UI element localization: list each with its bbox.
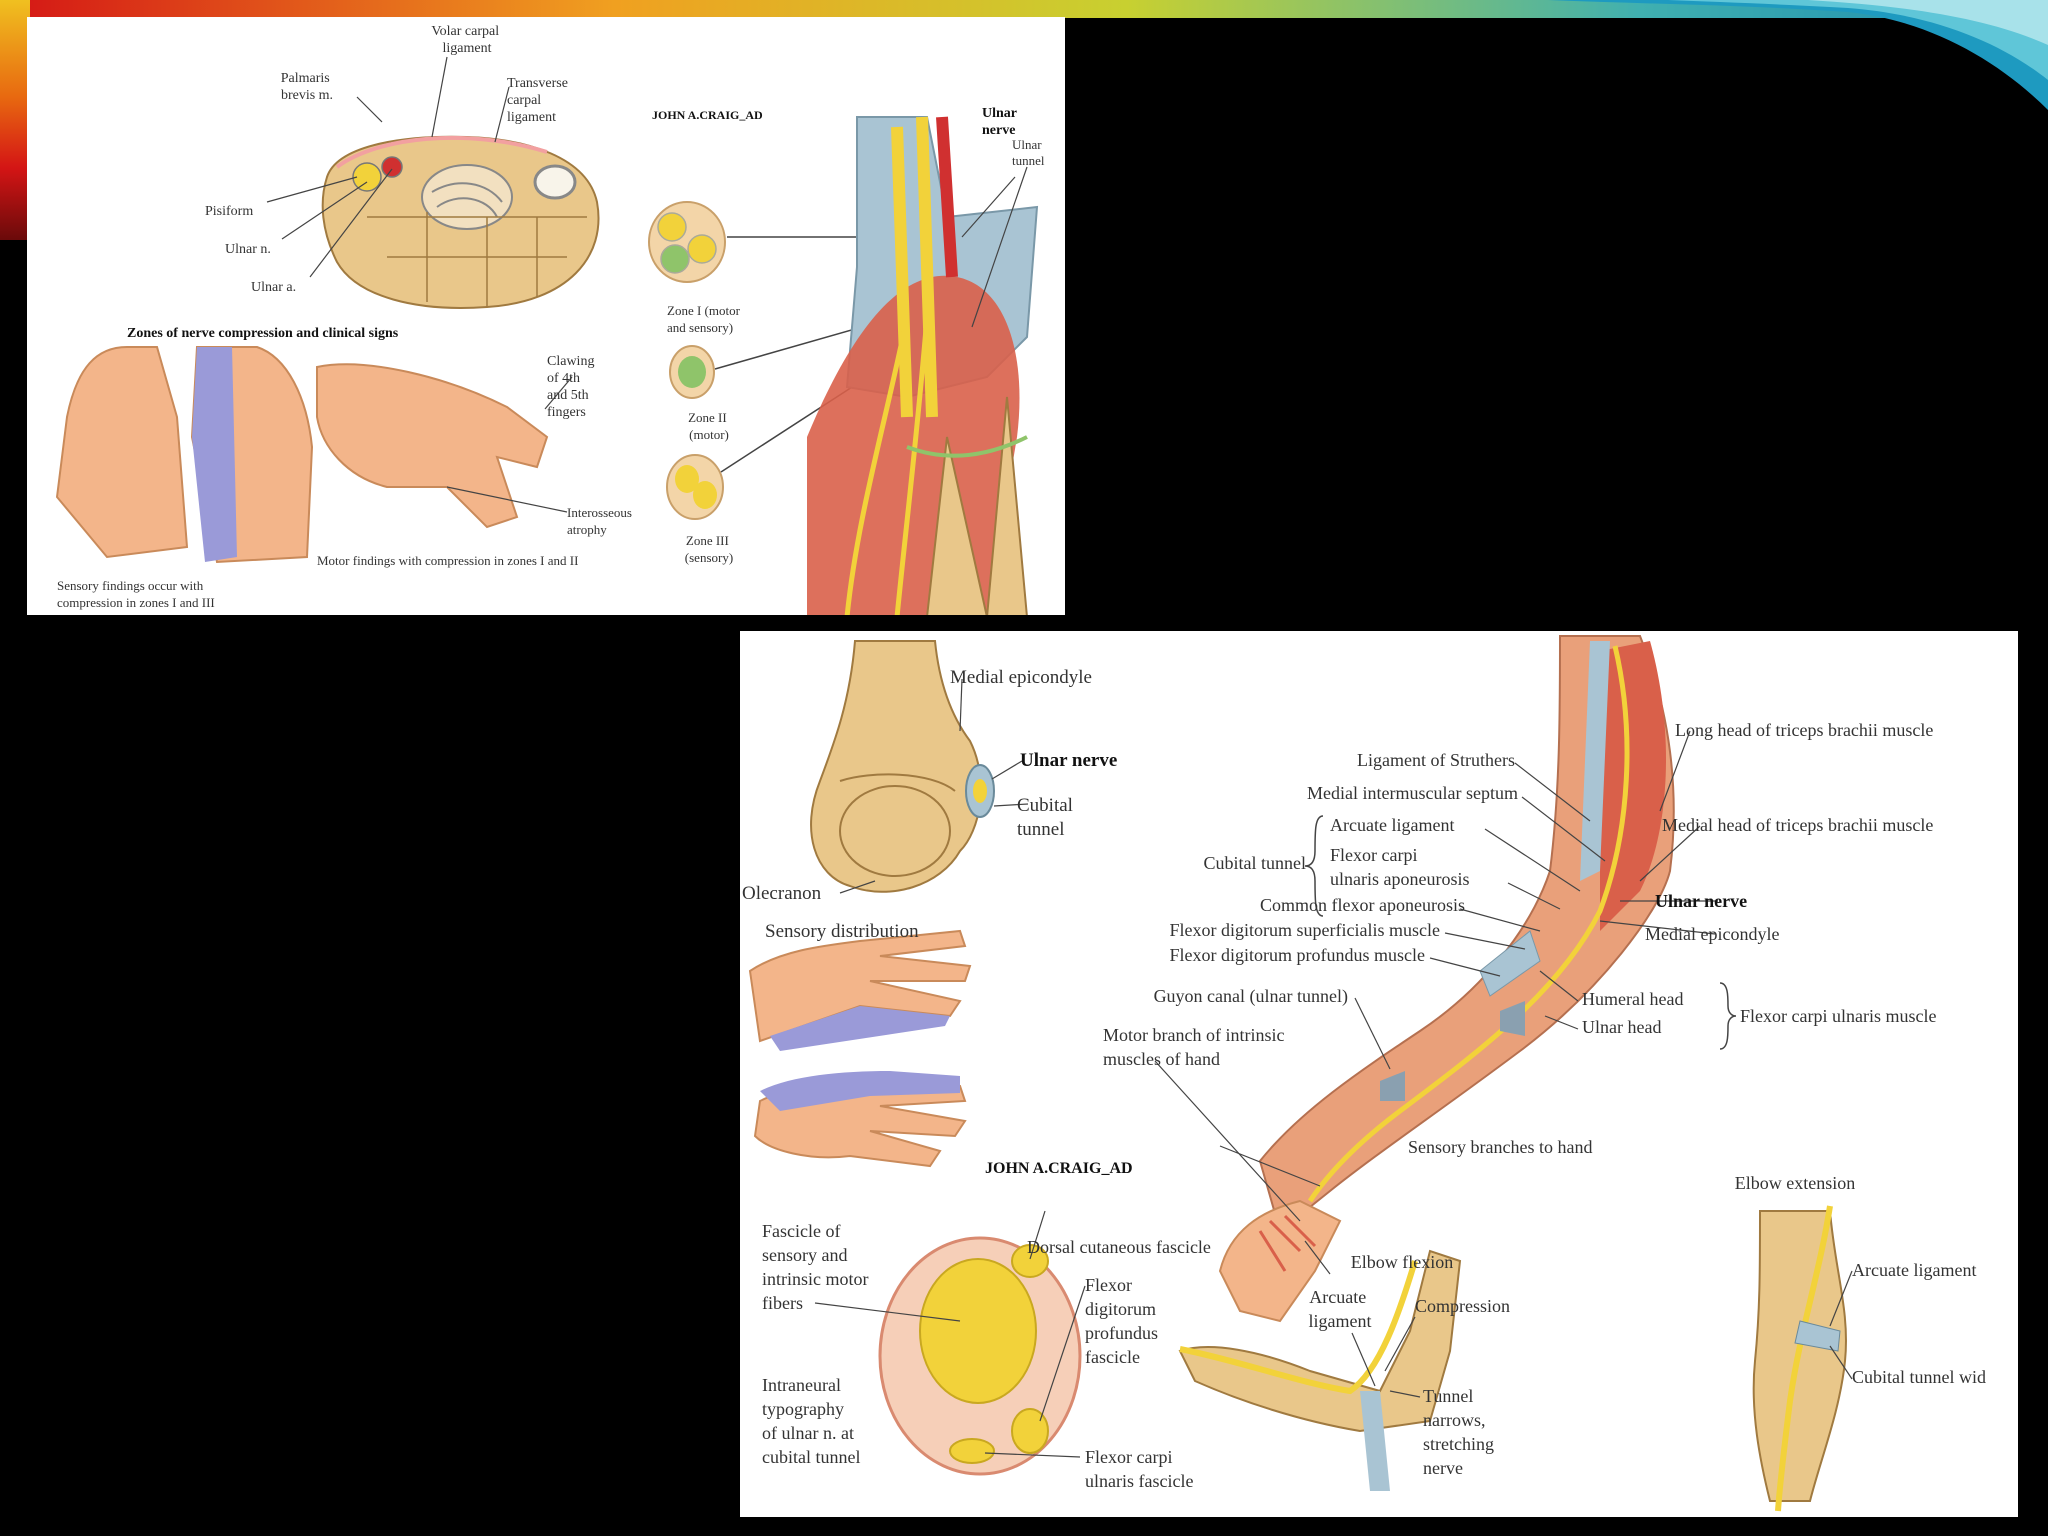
label-arcuate-ligament: Arcuate ligament xyxy=(1330,815,1454,835)
label-sensory-findings: Sensory findings occur with compression … xyxy=(57,578,215,610)
wrist-ulnar-tunnel-illustration: Volar carpal ligament Palmaris brevis m.… xyxy=(27,17,1065,615)
label-common-flexor-aponeurosis: Common flexor aponeurosis xyxy=(1260,895,1465,915)
label-ulnar-nerve: Ulnar nerve xyxy=(1655,891,1747,911)
label-elbow-flexion: Elbow flexion xyxy=(1351,1252,1453,1272)
label-ligament-struthers: Ligament of Struthers xyxy=(1357,750,1515,770)
label-ulnar-head: Ulnar head xyxy=(1582,1017,1661,1037)
label-fcu-aponeurosis: Flexor carpi ulnaris aponeurosis xyxy=(1330,845,1469,889)
label-clawing: Clawing of 4th and 5th fingers xyxy=(547,354,598,420)
top-right-wave-decor xyxy=(1548,0,2048,110)
label-tunnel-narrows: Tunnel narrows, stretching nerve xyxy=(1423,1386,1498,1478)
top-decor-stripe xyxy=(0,0,2048,18)
label-cubital-tunnel-wid: Cubital tunnel wid xyxy=(1852,1367,1986,1387)
elbow-diagram-svg: Medial epicondyle Ulnar nerve Cubital tu… xyxy=(740,631,1986,1512)
label-medial-head-triceps: Medial head of triceps brachii muscle xyxy=(1662,815,1933,835)
label-pisiform: Pisiform xyxy=(205,204,253,219)
label-motor-findings: Motor findings with compression in zones… xyxy=(317,553,578,568)
label-ulnar-a: Ulnar a. xyxy=(251,280,296,295)
label-elbow-extension: Elbow extension xyxy=(1735,1173,1855,1193)
ulnar-tunnel-anatomy xyxy=(807,116,1039,615)
zone-ii-cross-section xyxy=(669,345,715,399)
label-fdp-muscle: Flexor digitorum profundus muscle xyxy=(1170,945,1425,965)
elbow-flexion-illustration xyxy=(740,631,1462,1491)
elbow-bone-section xyxy=(810,640,995,893)
label-interosseous-atrophy: Interosseous atrophy xyxy=(567,505,635,537)
arm-leader-lines xyxy=(1154,730,1718,1275)
signature-wrist: JOHN A.CRAIG_AD xyxy=(652,108,763,122)
label-fds-muscle: Flexor digitorum superficialis muscle xyxy=(1170,920,1440,940)
label-guyon-canal: Guyon canal (ulnar tunnel) xyxy=(1154,986,1348,1007)
zone-iii-cross-section xyxy=(666,454,724,520)
label-arcuate-ligament-flex: Arcuate ligament xyxy=(1309,1287,1372,1331)
label-sensory-distribution: Sensory distribution xyxy=(765,921,919,942)
label-zones-title: Zones of nerve compression and clinical … xyxy=(127,326,399,341)
label-motor-branch: Motor branch of intrinsic muscles of han… xyxy=(1103,1025,1289,1069)
flexion-leader-lines xyxy=(1351,1316,1421,1398)
label-fcu-muscle: Flexor carpi ulnaris muscle xyxy=(1740,1006,1936,1026)
ulnar-nerve-fascicle-cross-section xyxy=(878,1236,1082,1476)
label-dorsal-cutaneous: Dorsal cutaneous fascicle xyxy=(1027,1237,1211,1257)
signature-elbow: JOHN A.CRAIG_AD xyxy=(985,1160,1133,1177)
motor-clawing-hand xyxy=(316,363,549,529)
label-cubital-tunnel: Cubital tunnel xyxy=(1204,853,1307,873)
label-fcu-fascicle: Flexor carpi ulnaris fascicle xyxy=(1085,1447,1193,1491)
arm-ulnar-nerve-course xyxy=(1218,635,1675,1323)
fascicle-leader-lines xyxy=(814,1210,1086,1458)
label-fdp-fascicle: Flexor digitorum profundus fascicle xyxy=(1085,1275,1163,1367)
label-medial-intermuscular-septum: Medial intermuscular septum xyxy=(1307,783,1518,803)
label-volar-carpal-ligament: Volar carpal ligament xyxy=(431,24,502,56)
label-intraneural: Intraneural typography of ulnar n. at cu… xyxy=(762,1375,860,1467)
label-humeral-head: Humeral head xyxy=(1582,989,1683,1009)
label-compression: Compression xyxy=(1415,1296,1510,1316)
elbow-cubital-tunnel-illustration: Medial epicondyle Ulnar nerve Cubital tu… xyxy=(740,631,2018,1517)
label-zone-ii: Zone II (motor) xyxy=(688,410,730,442)
elbow-extension-illustration xyxy=(1752,1205,1847,1512)
sensory-hand-pair xyxy=(55,346,314,564)
label-medial-epicondyle: Medial epicondyle xyxy=(1645,924,1779,944)
label-arcuate-ligament-ext: Arcuate ligament xyxy=(1852,1260,1976,1280)
label-ulnar-tunnel-wrist: Ulnar tunnel xyxy=(1012,137,1045,168)
sensory-distribution-hands xyxy=(748,929,972,1168)
label-cubital-tunnel-top: Cubital tunnel xyxy=(1017,795,1078,840)
label-sensory-branches: Sensory branches to hand xyxy=(1408,1137,1592,1157)
carpal-cross-section xyxy=(321,135,600,309)
label-medial-epicondyle-top: Medial epicondyle xyxy=(950,667,1092,688)
label-palmaris-brevis: Palmaris brevis m. xyxy=(281,71,334,103)
label-olecranon: Olecranon xyxy=(742,883,822,904)
label-zone-i: Zone I (motor and sensory) xyxy=(667,303,743,335)
wrist-diagram-svg: Volar carpal ligament Palmaris brevis m.… xyxy=(55,24,1045,615)
extension-leader-lines xyxy=(1829,1270,1853,1380)
label-ulnar-nerve-top: Ulnar nerve xyxy=(1020,750,1117,771)
label-transverse-carpal-ligament: Transverse carpal ligament xyxy=(507,76,571,125)
cubital-tunnel-brace xyxy=(1304,815,1324,917)
zone-i-cross-section xyxy=(648,201,726,283)
fcu-heads-brace xyxy=(1719,982,1737,1050)
label-ulnar-nerve-wrist: Ulnar nerve xyxy=(982,106,1020,138)
left-decor-stripe xyxy=(0,0,30,240)
label-fascicle-fibers: Fascicle of sensory and intrinsic motor … xyxy=(762,1221,873,1313)
label-ulnar-n: Ulnar n. xyxy=(225,242,271,257)
label-zone-iii: Zone III (sensory) xyxy=(685,533,733,565)
label-long-head-triceps: Long head of triceps brachii muscle xyxy=(1675,720,1933,740)
